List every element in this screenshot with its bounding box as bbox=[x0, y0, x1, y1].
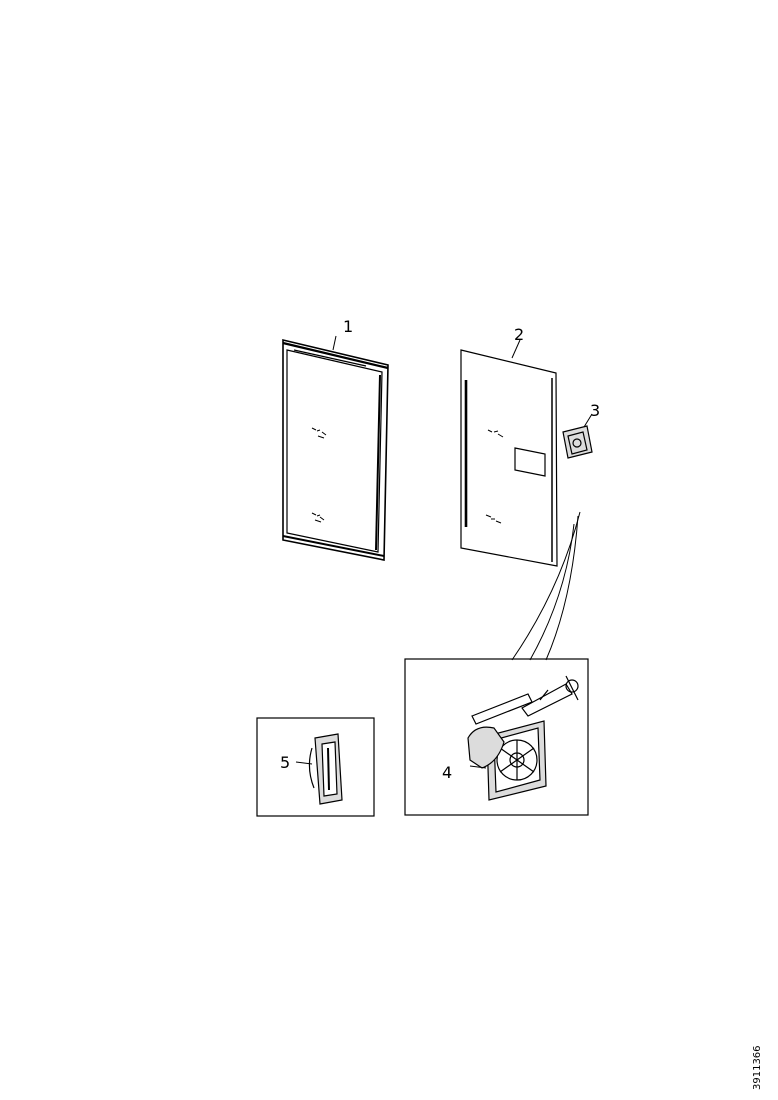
callout-5: 5 bbox=[280, 753, 290, 772]
latch-part bbox=[295, 733, 343, 805]
detail-box-part-5: 5 bbox=[256, 717, 375, 817]
back-panel bbox=[460, 339, 558, 567]
detail-box-part-4: 4 bbox=[404, 658, 589, 816]
callout-2: 2 bbox=[514, 325, 524, 344]
callout-4: 4 bbox=[442, 763, 452, 782]
callout-3: 3 bbox=[590, 401, 600, 420]
door-panel bbox=[282, 335, 389, 561]
bracket-part bbox=[562, 413, 593, 459]
fan-assembly bbox=[467, 675, 579, 801]
detail-leader-lines bbox=[511, 511, 581, 661]
document-number: 3911366 bbox=[752, 1045, 763, 1090]
callout-1: 1 bbox=[343, 317, 353, 336]
